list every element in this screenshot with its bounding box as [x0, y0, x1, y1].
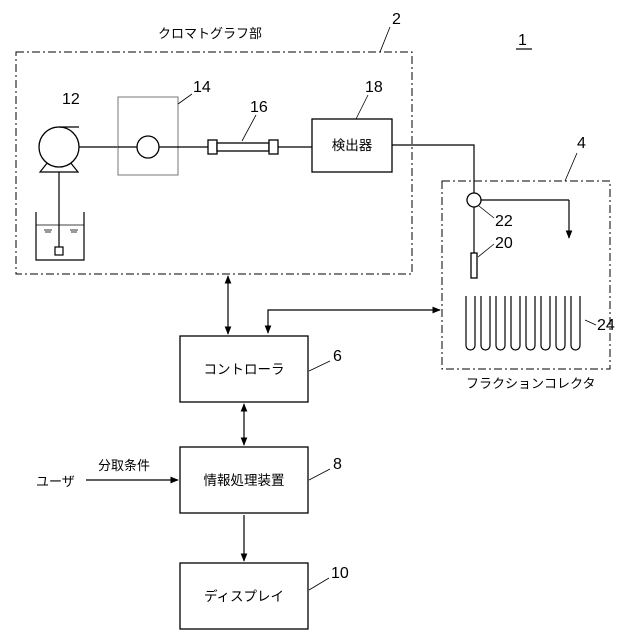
injector-leader — [178, 94, 192, 104]
display-leader — [309, 578, 329, 590]
collection-tube — [481, 296, 490, 350]
valve-leader — [479, 206, 494, 218]
detector-label: 検出器 — [332, 138, 373, 154]
controller-leader — [309, 361, 330, 371]
display-label: ディスプレイ — [204, 588, 284, 605]
solvent-bottle — [36, 172, 84, 260]
collection-tube — [556, 296, 565, 350]
system-number: 1 — [518, 32, 527, 49]
chromatograph-leader — [380, 27, 390, 52]
info-processor-label: 情報処理装置 — [204, 473, 285, 489]
collection-tube — [541, 296, 550, 350]
collection-tube — [571, 296, 580, 350]
detector-leader — [356, 95, 368, 119]
column-leader — [242, 115, 256, 141]
collection-tube — [496, 296, 505, 350]
collection-tube — [526, 296, 535, 350]
injector-number: 14 — [193, 79, 211, 96]
controller-number: 6 — [333, 348, 342, 365]
fraction-collector-number: 4 — [577, 135, 586, 152]
tubes-number: 24 — [597, 317, 615, 334]
pump-icon — [39, 127, 79, 172]
controller-collector-link — [268, 310, 440, 333]
fraction-collector-leader — [565, 153, 577, 181]
display-number: 10 — [331, 565, 349, 582]
user-label: ユーザ — [36, 475, 75, 490]
chromatograph-title: クロマトグラフ部 — [158, 27, 262, 42]
column-icon — [208, 140, 278, 154]
tubes-leader — [585, 320, 596, 325]
detector-outlet-line — [392, 145, 474, 193]
valve-number: 22 — [495, 213, 513, 230]
collection-tube — [511, 296, 520, 350]
injector-valve-icon — [137, 136, 159, 158]
collection-tube — [466, 296, 475, 350]
pump-number: 12 — [62, 91, 80, 108]
conditions-label: 分取条件 — [98, 458, 150, 474]
detector-number: 18 — [365, 79, 383, 96]
nozzle-number: 20 — [495, 235, 513, 252]
controller-label: コントローラ — [204, 362, 285, 378]
nozzle-icon — [471, 253, 477, 278]
switching-valve-icon — [467, 193, 481, 207]
chromatograph-number: 2 — [392, 11, 401, 28]
info-processor-number: 8 — [333, 456, 342, 473]
fraction-collector-title: フラクションコレクタ — [466, 377, 595, 392]
collection-tubes — [466, 296, 580, 350]
nozzle-leader — [478, 244, 494, 257]
info-processor-leader — [309, 469, 330, 480]
column-number: 16 — [250, 99, 268, 116]
